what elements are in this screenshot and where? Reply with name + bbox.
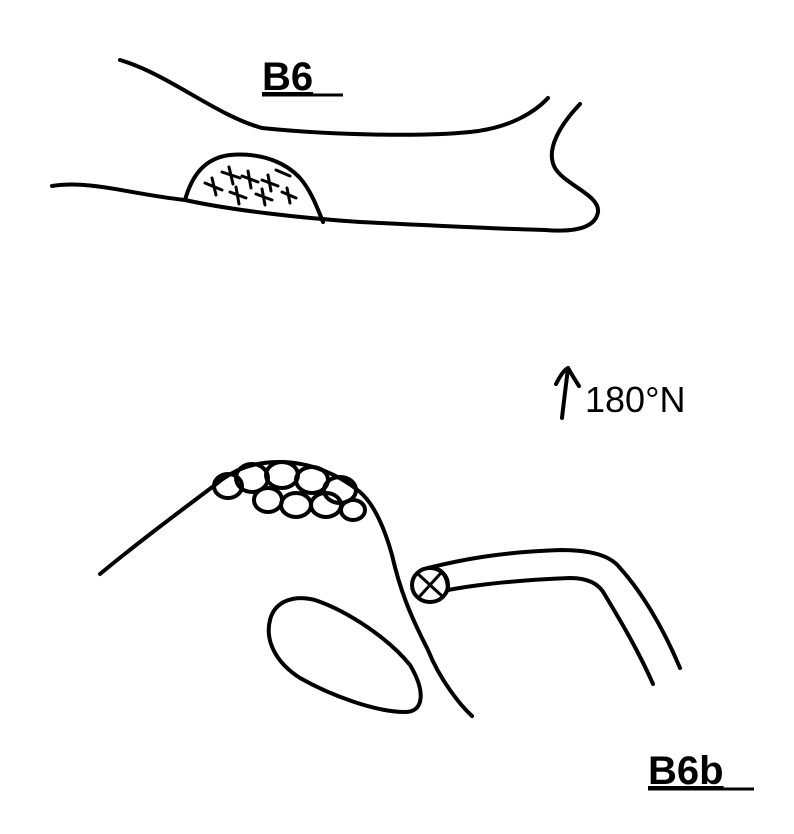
b6-lower-outline <box>50 182 547 232</box>
orientation-label: 180°N <box>585 379 685 420</box>
b6-cross-hatch-marks <box>203 165 298 207</box>
b6-sketch: B6 <box>50 55 600 233</box>
b6b-inner-shape <box>266 596 423 714</box>
b6b-rock-clusters <box>212 460 367 522</box>
b6-label: B6 <box>262 55 313 99</box>
b6-mound-outline <box>183 152 325 224</box>
b6b-label: B6b <box>648 749 724 793</box>
b6-right-outline <box>543 102 600 233</box>
b6-upper-outline <box>118 58 550 137</box>
b6b-sketch: B6b <box>98 460 754 793</box>
orientation-marker: 180°N <box>554 366 685 420</box>
north-arrow-icon <box>554 366 581 420</box>
b6b-crossed-circle-icon <box>410 566 450 604</box>
b6b-upper-branch <box>426 548 682 670</box>
b6b-lower-branch <box>446 576 655 686</box>
